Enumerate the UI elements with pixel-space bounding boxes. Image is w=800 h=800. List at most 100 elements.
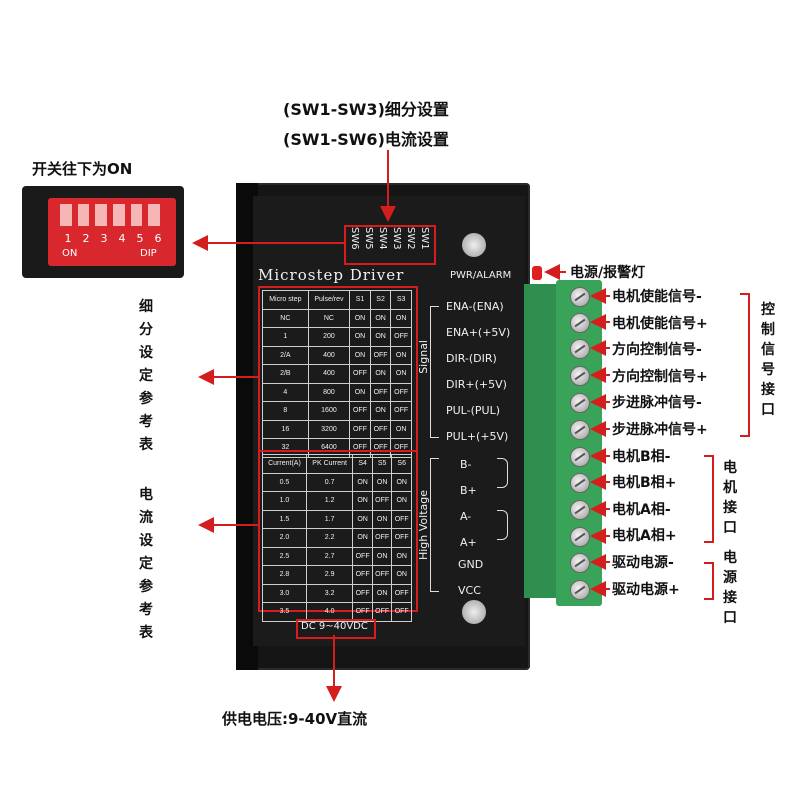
power-group-bracket bbox=[704, 562, 714, 600]
table-cell: OFF bbox=[349, 364, 371, 384]
table-cell: ON bbox=[391, 565, 412, 585]
terminal-label: 电机使能信号+ bbox=[612, 315, 708, 332]
table-cell: ON bbox=[371, 509, 393, 529]
terminal-screw[interactable] bbox=[570, 553, 590, 573]
table-cell: 1600 bbox=[307, 401, 351, 421]
table-cell: ON bbox=[390, 419, 412, 439]
table-header-cell: S3 bbox=[390, 290, 412, 310]
mount-screw-bottom bbox=[462, 600, 486, 624]
pin-label: B- bbox=[460, 458, 472, 471]
table-cell: 200 bbox=[307, 327, 351, 347]
terminal-label: 电机B相+ bbox=[612, 475, 677, 492]
table-cell: 2/B bbox=[262, 364, 309, 384]
supply-voltage-label: 供电电压:9-40V直流 bbox=[222, 710, 368, 728]
table-cell: 3.2 bbox=[305, 583, 354, 603]
table-cell: OFF bbox=[352, 583, 373, 603]
terminal-screw[interactable] bbox=[570, 447, 590, 467]
current-setting-label: (SW1-SW6)电流设置 bbox=[283, 130, 449, 149]
table-cell: OFF bbox=[352, 546, 373, 566]
switch-label: SW3 bbox=[391, 227, 402, 250]
table-cell: 16 bbox=[262, 419, 309, 439]
pin-label: A+ bbox=[460, 536, 477, 549]
dip-lever bbox=[148, 204, 161, 226]
table-cell: 400 bbox=[307, 345, 351, 365]
terminal-screw[interactable] bbox=[570, 580, 590, 600]
table-cell: OFF bbox=[371, 528, 393, 548]
table-header-cell: PK Current bbox=[305, 454, 354, 474]
dip-number: 5 bbox=[136, 232, 144, 245]
table-cell: OFF bbox=[390, 401, 412, 421]
table-cell: OFF bbox=[371, 491, 393, 511]
switch-label: SW5 bbox=[363, 227, 374, 250]
table-cell: 2/A bbox=[262, 345, 309, 365]
dc-range-label: DC 9~40VDC bbox=[301, 621, 368, 632]
terminal-label: 电机使能信号- bbox=[612, 289, 702, 305]
table-header-cell: S2 bbox=[369, 290, 392, 310]
table-cell: 0.5 bbox=[262, 472, 307, 492]
table-cell: ON bbox=[352, 528, 373, 548]
table-cell: OFF bbox=[369, 419, 392, 439]
terminal-screw[interactable] bbox=[570, 339, 590, 359]
table-cell: ON bbox=[369, 364, 392, 384]
table-cell: OFF bbox=[391, 602, 412, 622]
table-cell: 2.8 bbox=[262, 565, 307, 585]
pin-label: DIR+(+5V) bbox=[446, 378, 507, 391]
table-cell: ON bbox=[390, 345, 412, 365]
switch-label: SW1 bbox=[419, 227, 430, 250]
table-cell: OFF bbox=[391, 509, 412, 529]
signal-group-label: Signal bbox=[417, 340, 430, 374]
dip-brand-label: DIP bbox=[140, 248, 157, 259]
table-cell: ON bbox=[349, 345, 371, 365]
table-cell: OFF bbox=[369, 345, 392, 365]
dip-numbers: 1 2 3 4 5 6 bbox=[62, 232, 166, 245]
terminal-screw[interactable] bbox=[570, 393, 590, 413]
switch-label-box bbox=[344, 225, 436, 265]
mount-screw-top bbox=[462, 233, 486, 257]
terminal-screw[interactable] bbox=[570, 313, 590, 333]
dip-lever bbox=[113, 204, 125, 226]
table-header-cell: S6 bbox=[391, 454, 412, 474]
pwr-alarm-label: PWR/ALARM bbox=[450, 270, 512, 281]
table-header-cell: S1 bbox=[349, 290, 371, 310]
table-cell: NC bbox=[307, 308, 351, 328]
table-cell: 2.2 bbox=[305, 528, 354, 548]
terminal-screw[interactable] bbox=[570, 500, 590, 520]
table-cell: OFF bbox=[390, 382, 412, 402]
terminal-screw[interactable] bbox=[570, 366, 590, 386]
hv-group-label: High Voltage bbox=[417, 490, 430, 561]
table-cell: 3.0 bbox=[262, 583, 307, 603]
dip-direction-label: 开关往下为ON bbox=[32, 160, 133, 178]
table-cell: OFF bbox=[349, 419, 371, 439]
terminal-screw[interactable] bbox=[570, 287, 590, 307]
table-cell: ON bbox=[369, 401, 392, 421]
dip-on-label: ON bbox=[62, 248, 78, 259]
table-header-cell: S5 bbox=[371, 454, 393, 474]
dip-number: 3 bbox=[100, 232, 108, 245]
table-cell: OFF bbox=[390, 327, 412, 347]
driver-heatsink-edge bbox=[236, 183, 258, 670]
dip-lever bbox=[60, 204, 72, 226]
table-cell: 0.7 bbox=[305, 472, 354, 492]
table-cell: 1.0 bbox=[262, 491, 307, 511]
table-cell: ON bbox=[371, 546, 393, 566]
terminal-label: 电机B相- bbox=[612, 448, 671, 465]
pin-label: ENA+(+5V) bbox=[446, 326, 511, 339]
control-group-label: 控制信号接口 bbox=[761, 302, 775, 418]
terminal-screw[interactable] bbox=[570, 527, 590, 547]
switch-label: SW2 bbox=[405, 227, 416, 250]
terminal-screw[interactable] bbox=[570, 420, 590, 440]
terminal-screw[interactable] bbox=[570, 473, 590, 493]
table-header-cell: Current(A) bbox=[262, 454, 307, 474]
power-alarm-led bbox=[532, 266, 542, 280]
pin-label: DIR-(DIR) bbox=[446, 352, 497, 365]
table-header-cell: Micro step bbox=[262, 290, 309, 310]
